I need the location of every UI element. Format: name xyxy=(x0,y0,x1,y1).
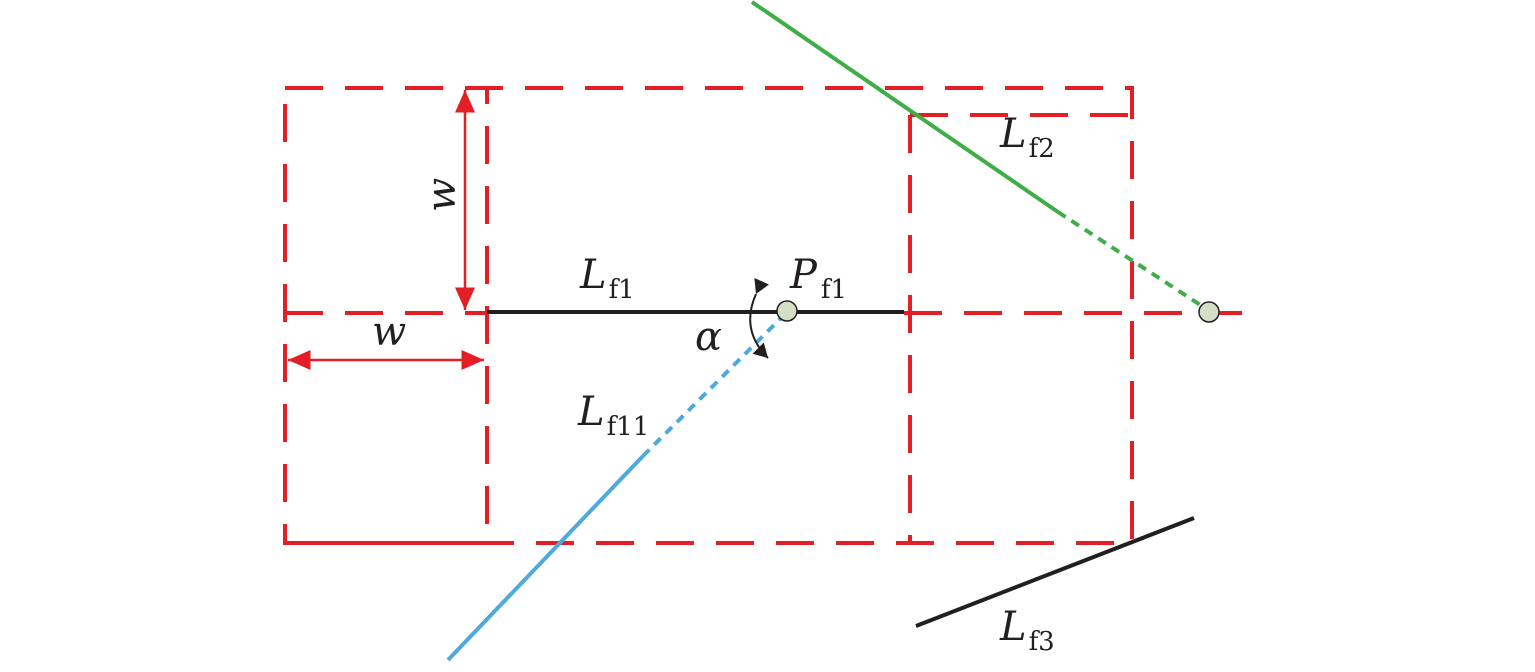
line-lf11-solid xyxy=(446,454,645,662)
main-search-box xyxy=(285,86,1134,545)
point-intersection-lf2 xyxy=(1198,301,1220,323)
line-lf2-extension xyxy=(1056,210,1210,312)
alpha-angle-arc xyxy=(749,277,769,359)
label-lf11: Lf11 xyxy=(577,389,649,442)
search-boxes xyxy=(283,86,1252,545)
label-lf3: Lf3 xyxy=(999,604,1055,657)
label-w-horizontal: w xyxy=(372,309,406,355)
w-dimensions xyxy=(288,90,484,370)
label-lf1: Lf1 xyxy=(579,252,635,305)
label-w-vertical: w xyxy=(419,178,465,212)
point-pf1 xyxy=(776,300,798,322)
label-lf2: Lf2 xyxy=(999,111,1055,164)
line-lf2-solid xyxy=(750,0,1060,214)
label-alpha: α xyxy=(695,314,722,360)
line-lf3 xyxy=(915,516,1195,628)
